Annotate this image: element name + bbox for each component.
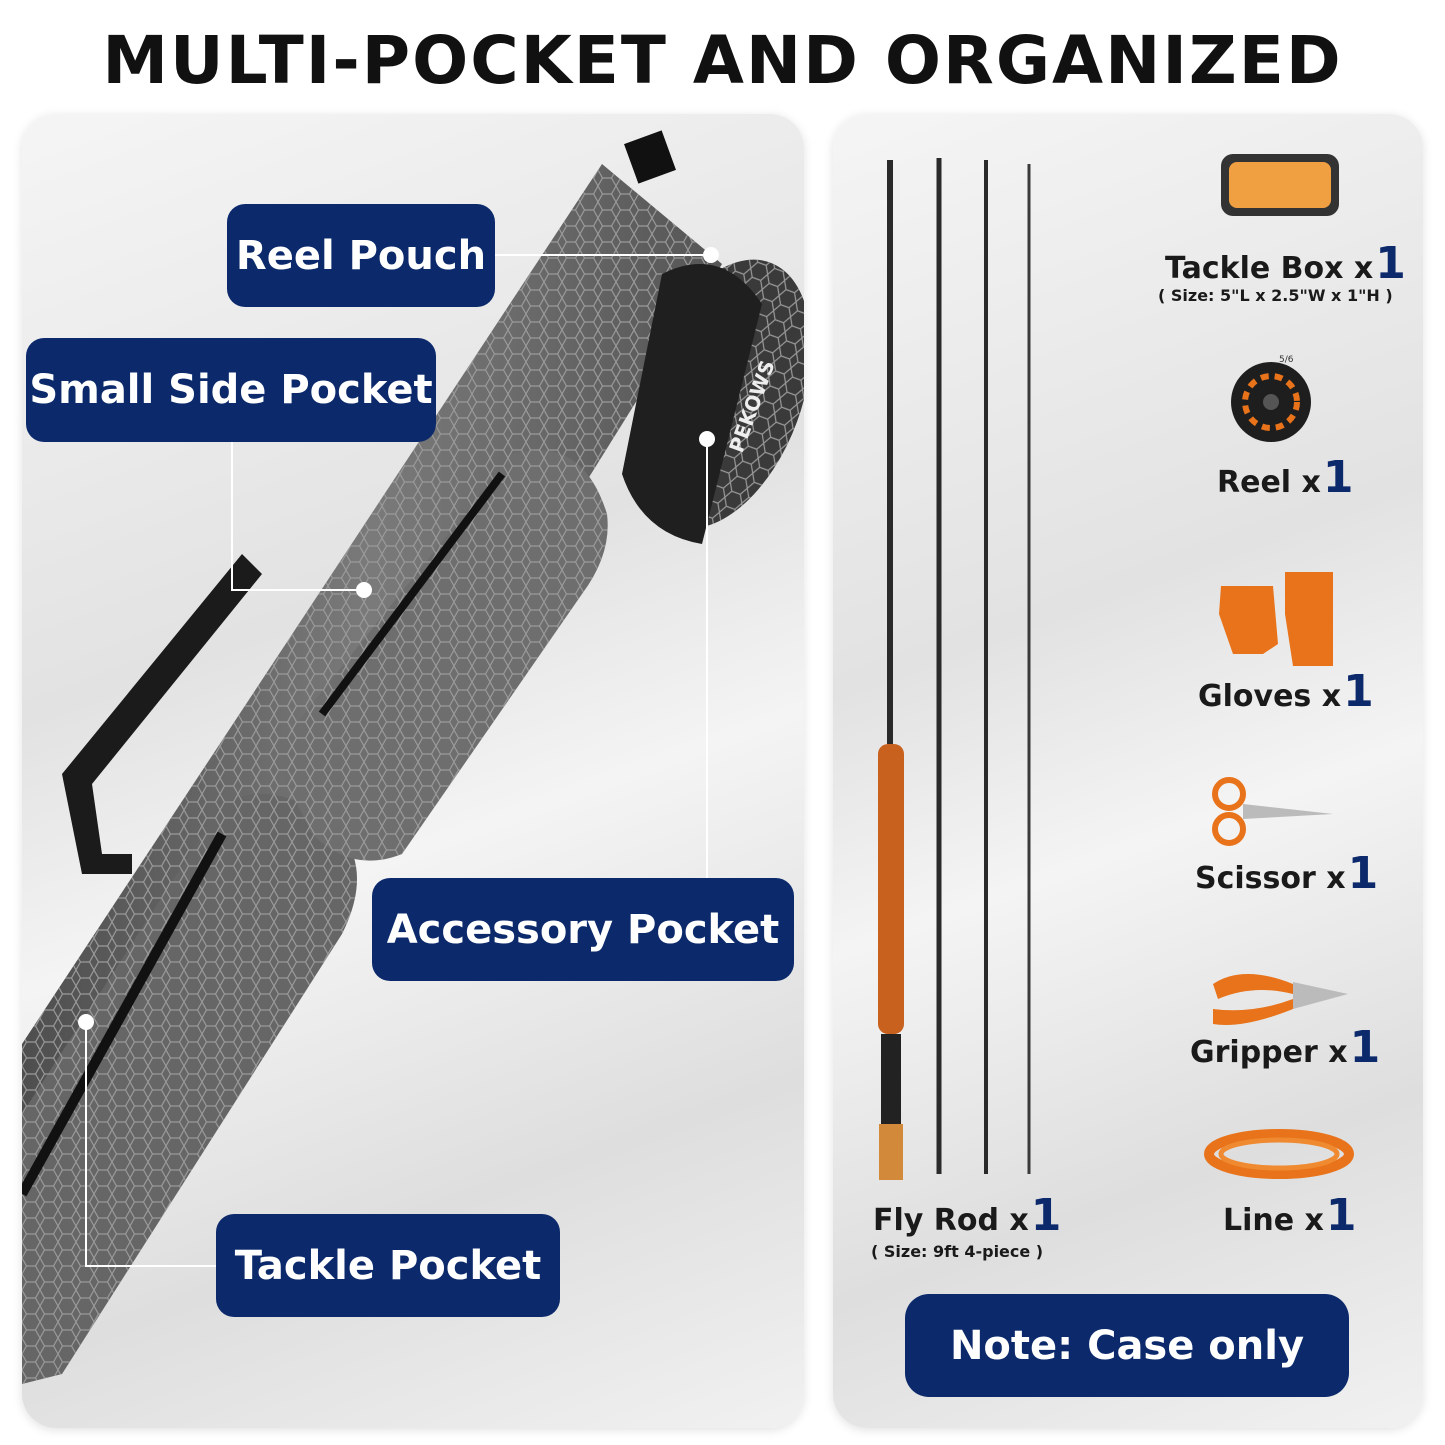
side-pocket-dot: [356, 582, 372, 598]
tackle-pocket-dot: [78, 1014, 94, 1030]
fly-rod-image: [878, 158, 1031, 1180]
reel-pouch-leader: [495, 254, 711, 256]
contents-panel: 5/6: [833, 114, 1423, 1428]
tackle-pocket-leader-v: [85, 1022, 87, 1266]
contents-illustrations: 5/6: [878, 154, 1354, 1180]
rod-case-illustration: PEKOWS: [22, 130, 804, 1384]
page-title: MULTI-POCKET AND ORGANIZED: [102, 22, 1343, 99]
accessory-pocket-dot: [699, 431, 715, 447]
line-image: [1204, 1129, 1354, 1179]
accessory-pocket-tag: Accessory Pocket: [372, 878, 794, 981]
gripper-label: Gripper x1: [1190, 1022, 1381, 1073]
accessory-pocket-leader: [706, 440, 708, 880]
gripper-image: [1213, 974, 1348, 1025]
tackle-box-size: ( Size: 5"L x 2.5"W x 1"H ): [1158, 286, 1393, 305]
side-pocket-leader-h: [231, 589, 364, 591]
case-only-note: Note: Case only: [905, 1294, 1349, 1397]
gloves-label: Gloves x1: [1198, 666, 1374, 717]
reel-pouch-dot: [703, 247, 719, 263]
side-pocket-leader-v: [231, 440, 233, 590]
line-label: Line x1: [1223, 1190, 1357, 1241]
tackle-box-label: Tackle Box x1: [1165, 238, 1406, 289]
small-side-pocket-tag: Small Side Pocket: [26, 338, 436, 442]
reel-label: Reel x1: [1217, 452, 1354, 503]
reel-pouch-tag: Reel Pouch: [227, 204, 495, 307]
reel-image: 5/6: [1231, 355, 1311, 442]
case-body: [22, 130, 804, 1384]
tackle-pocket-tag: Tackle Pocket: [216, 1214, 560, 1317]
scissor-label: Scissor x1: [1195, 848, 1379, 899]
fly-rod-label: Fly Rod x1: [873, 1190, 1062, 1241]
gloves-image: [1219, 572, 1333, 666]
tackle-box-image: [1221, 154, 1339, 216]
reel-marking: 5/6: [1279, 355, 1294, 365]
tackle-pocket-leader-h: [85, 1265, 217, 1267]
case-panel: PEKOWS: [22, 114, 804, 1428]
scissor-image: [1212, 777, 1333, 846]
fly-rod-size: ( Size: 9ft 4-piece ): [871, 1242, 1044, 1261]
